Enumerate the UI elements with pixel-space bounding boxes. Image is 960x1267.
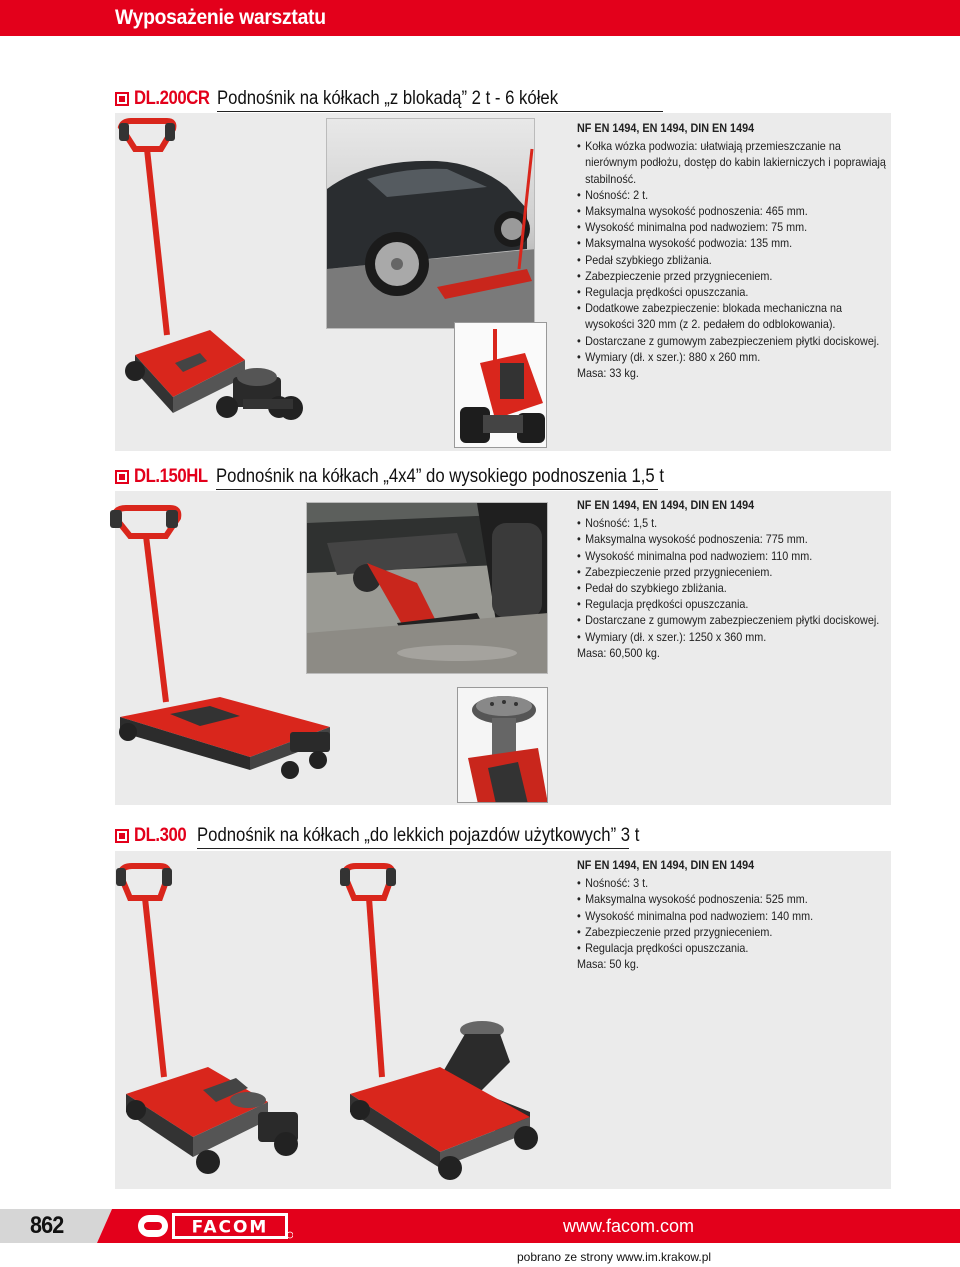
feature-item: Dostarczane z gumowym zabezpieczeniem pł… [577, 333, 887, 349]
product-name: Podnośnik na kółkach „do lekkich pojazdó… [197, 825, 640, 846]
title-underline [197, 848, 629, 849]
product-code: DL.200CR [134, 88, 210, 109]
jack-dl300-front-image [116, 863, 298, 1174]
feature-item: Nośność: 3 t. [577, 875, 887, 891]
car-lifting-photo-dl150hl [306, 502, 548, 674]
page-number: 862 [30, 1212, 64, 1239]
source-note: pobrano ze strony www.im.krakow.pl [517, 1250, 712, 1264]
facom-logo: FACOM [138, 1213, 293, 1239]
spec-list-dl300: NF EN 1494, EN 1494, DIN EN 1494 Nośność… [577, 857, 887, 972]
standard-text: NF EN 1494, EN 1494, DIN EN 1494 [577, 498, 755, 512]
feature-item: Dodatkowe zabezpieczenie: blokada mechan… [577, 300, 887, 332]
feature-item: Regulacja prędkości opuszczania. [577, 596, 887, 612]
jack-dl200cr-image [117, 118, 303, 420]
website-link[interactable]: www.facom.com [563, 1216, 695, 1236]
mass-text: Masa: 33 kg. [577, 366, 639, 381]
spec-list-dl200cr: NF EN 1494, EN 1494, DIN EN 1494 Kołka w… [577, 120, 887, 381]
product-code: DL.300 [134, 825, 187, 846]
feature-item: Maksymalna wysokość podnoszenia: 775 mm. [577, 531, 887, 547]
header-bar: Wyposażenie warsztatu [0, 0, 960, 36]
feature-item: Zabezpieczenie przed przygnieceniem. [577, 924, 887, 940]
section-title-dl150hl: DL.150HL Podnośnik na kółkach „4x4” do w… [115, 466, 960, 490]
standard-text: NF EN 1494, EN 1494, DIN EN 1494 [577, 858, 755, 872]
feature-item: Maksymalna wysokość podnoszenia: 525 mm. [577, 891, 887, 907]
title-underline [216, 489, 658, 490]
standard-text: NF EN 1494, EN 1494, DIN EN 1494 [577, 121, 755, 135]
section-title-dl200cr: DL.200CR Podnośnik na kółkach „z blokadą… [115, 88, 960, 112]
spec-list-dl150hl: NF EN 1494, EN 1494, DIN EN 1494 Nośność… [577, 497, 887, 661]
product-name: Podnośnik na kółkach „4x4” do wysokiego … [216, 466, 665, 487]
red-square-icon [115, 829, 129, 843]
feature-item: Zabezpieczenie przed przygnieceniem. [577, 564, 887, 580]
feature-item: Zabezpieczenie przed przygnieceniem. [577, 268, 887, 284]
feature-item: Pedał do szybkiego zbliżania. [577, 580, 887, 596]
logo-wordmark: FACOM [192, 1218, 269, 1238]
page-title: Wyposażenie warsztatu [115, 6, 326, 29]
red-square-icon [115, 470, 129, 484]
footer-stripe [0, 1209, 960, 1243]
jack-detail-photo-dl200cr [454, 322, 547, 448]
feature-item: Nośność: 2 t. [577, 187, 887, 203]
feature-item: Maksymalna wysokość podwozia: 135 mm. [577, 235, 887, 251]
section-title-dl300: DL.300 Podnośnik na kółkach „do lekkich … [115, 825, 960, 849]
feature-item: Wysokość minimalna pod nadwoziem: 75 mm. [577, 219, 887, 235]
feature-item: Kołka wózka podwozia: ułatwiają przemies… [577, 138, 887, 187]
product-name: Podnośnik na kółkach „z blokadą” 2 t - 6… [217, 88, 559, 109]
feature-item: Nośność: 1,5 t. [577, 515, 887, 531]
title-underline [217, 111, 663, 112]
feature-item: Wysokość minimalna pod nadwoziem: 110 mm… [577, 548, 887, 564]
feature-item: Maksymalna wysokość podnoszenia: 465 mm. [577, 203, 887, 219]
feature-item: Wysokość minimalna pod nadwoziem: 140 mm… [577, 908, 887, 924]
feature-item: Wymiary (dł. x szer.): 880 x 260 mm. [577, 349, 887, 365]
jack-dl150hl-image [110, 505, 330, 779]
jack-saddle-photo-dl150hl [457, 687, 548, 803]
feature-item: Dostarczane z gumowym zabezpieczeniem pł… [577, 612, 887, 628]
feature-item: Pedał szybkiego zbliżania. [577, 252, 887, 268]
car-lifting-photo-dl200cr [326, 118, 535, 329]
product-code: DL.150HL [134, 466, 208, 487]
feature-item: Regulacja prędkości opuszczania. [577, 940, 887, 956]
feature-item: Regulacja prędkości opuszczania. [577, 284, 887, 300]
red-square-icon [115, 92, 129, 106]
mass-text: Masa: 50 kg. [577, 957, 639, 972]
mass-text: Masa: 60,500 kg. [577, 645, 660, 660]
feature-item: Wymiary (dł. x szer.): 1250 x 360 mm. [577, 629, 887, 645]
jack-dl300-side-image [340, 863, 538, 1180]
